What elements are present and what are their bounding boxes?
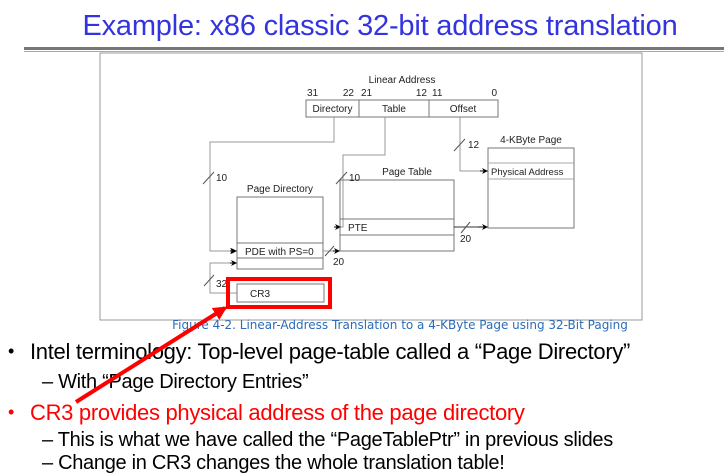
bullet-1-sub-1: – With “Page Directory Entries” [42, 371, 309, 393]
linear-address-register: Linear Address 31 22 21 12 11 0 Director… [305, 75, 499, 118]
four-kbyte-page: 4-KByte Page Physical Address [487, 135, 575, 229]
width-10-table: 10 [349, 173, 361, 184]
bit-22: 22 [343, 88, 355, 99]
cr3-highlight-box [226, 277, 332, 309]
width-10-dir: 10 [216, 173, 228, 184]
bullet-2-sub-1: – This is what we have called the “PageT… [42, 429, 613, 451]
cr3-label: CR3 [250, 289, 270, 300]
field-directory: Directory [312, 104, 352, 115]
width-20-pde: 20 [333, 257, 345, 268]
bullet-2-sub-2: – Change in CR3 changes the whole transl… [42, 452, 505, 474]
physical-address-entry: Physical Address [491, 167, 564, 178]
page-directory-label: Page Directory [247, 184, 313, 195]
bit-11: 11 [432, 88, 443, 99]
bit-31: 31 [307, 88, 319, 99]
figure-frame [99, 52, 643, 321]
field-offset: Offset [450, 104, 477, 115]
bullet-2-text: CR3 provides physical address of the pag… [30, 400, 525, 425]
width-32-cr3: 32 [216, 279, 228, 290]
cr3-register: CR3 [236, 283, 325, 303]
bullet-dot: • [8, 402, 15, 422]
bullet-1-text: Intel terminology: Top-level page-table … [30, 339, 631, 364]
slide-title: Example: x86 classic 32-bit address tran… [82, 10, 678, 42]
title-divider-thin [24, 51, 724, 52]
field-table: Table [382, 104, 406, 115]
width-20-pte: 20 [460, 234, 472, 245]
linear-address-label: Linear Address [369, 75, 436, 86]
pde-entry: PDE with PS=0 [245, 247, 314, 258]
page-directory: Page Directory PDE with PS=0 [236, 184, 324, 270]
bullet-dot: • [8, 341, 15, 361]
title-divider [24, 47, 724, 50]
page-table: Page Table PTE [339, 167, 455, 252]
bit-0: 0 [491, 88, 497, 99]
width-12-offset: 12 [468, 140, 480, 151]
page-table-label: Page Table [382, 167, 432, 178]
bit-12: 12 [416, 88, 428, 99]
page-label: 4-KByte Page [500, 135, 562, 146]
pte-entry: PTE [348, 223, 368, 234]
bit-21: 21 [361, 88, 373, 99]
figure-caption: Figure 4-2. Linear-Address Translation t… [172, 318, 628, 332]
